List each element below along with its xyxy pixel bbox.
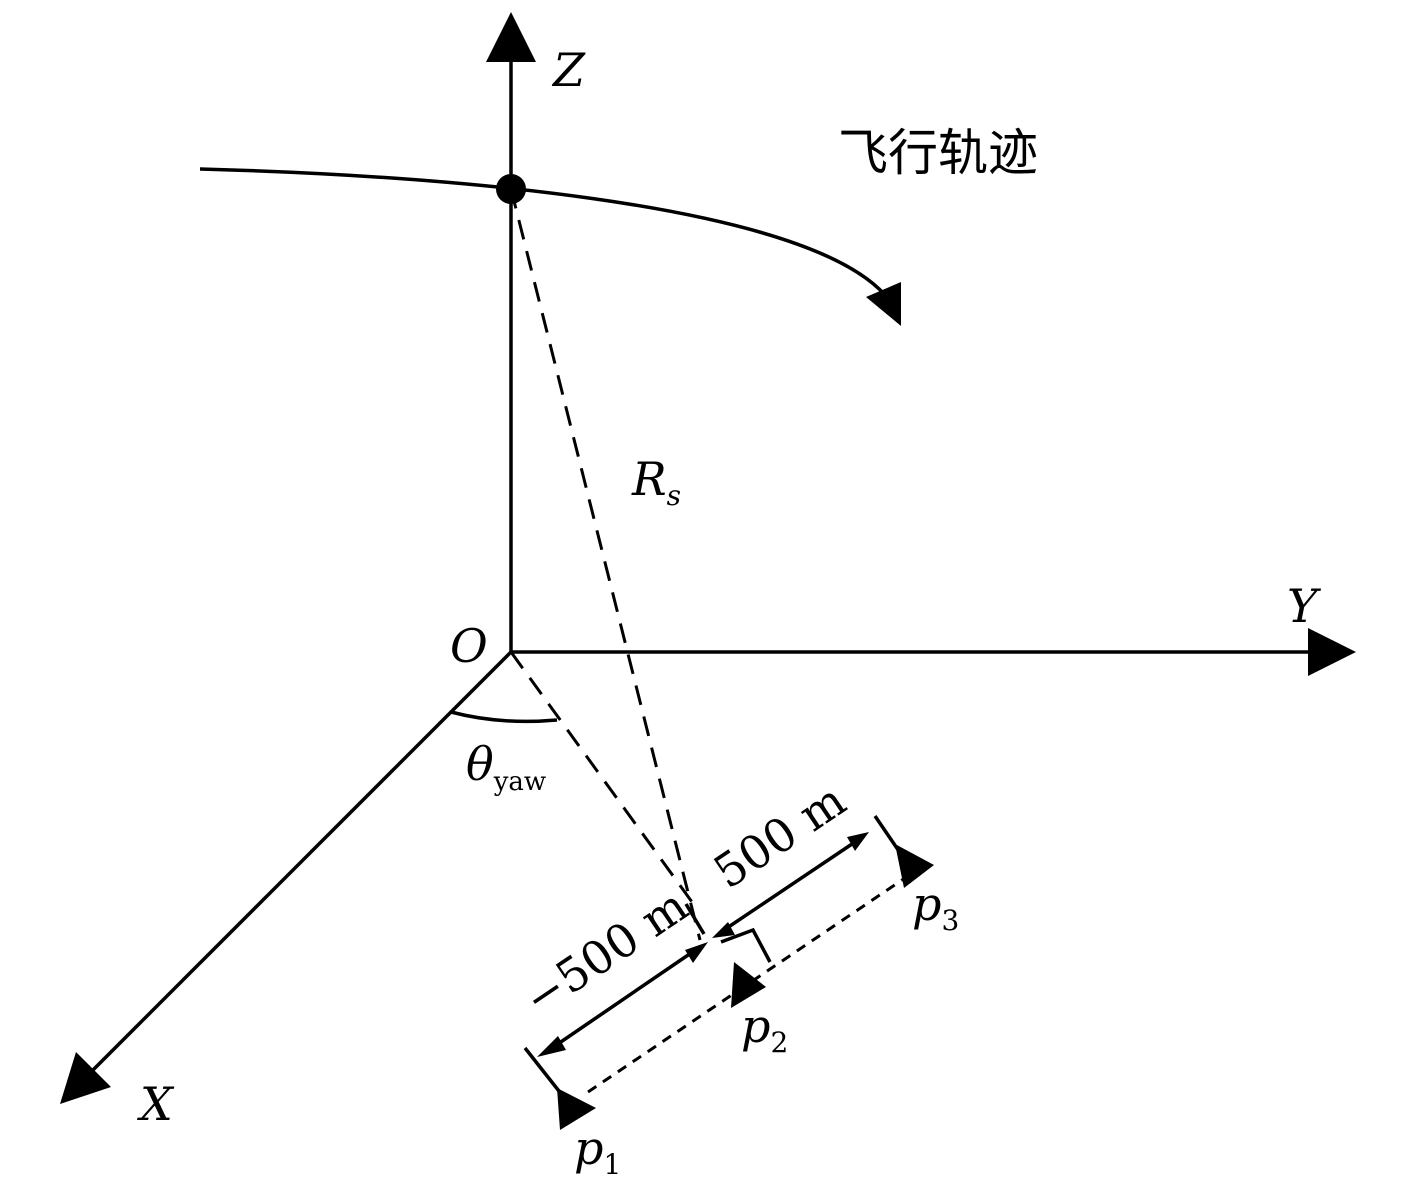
slant-range: Rs bbox=[509, 188, 702, 941]
slant-range-label: Rs bbox=[631, 452, 681, 512]
negative-offset-label: −500 m bbox=[514, 878, 697, 1026]
negative-arrow-right-head bbox=[685, 942, 708, 963]
right-angle-mark bbox=[720, 927, 772, 963]
x-axis-arrowhead bbox=[60, 1052, 111, 1104]
baseline: 500 m −500 m bbox=[514, 773, 907, 1102]
trajectory-label: 飞行轨迹 bbox=[838, 124, 1038, 182]
positive-offset-arrow bbox=[723, 840, 856, 932]
ground-projection-line bbox=[509, 651, 694, 903]
receiver-p2-label: p2 bbox=[741, 999, 788, 1059]
receiver-p1-label: p1 bbox=[574, 1121, 621, 1181]
negative-offset-arrow bbox=[551, 949, 695, 1050]
receiver-p1-marker bbox=[557, 1088, 596, 1130]
y-axis-arrowhead bbox=[1308, 628, 1356, 676]
receiver-p3-label: p3 bbox=[912, 877, 959, 937]
positive-arrow-right-head bbox=[847, 832, 869, 851]
z-axis-arrowhead bbox=[486, 12, 536, 62]
negative-arrow-left-head bbox=[537, 1036, 566, 1057]
receiver-line bbox=[587, 876, 906, 1094]
yaw-angle: θyaw bbox=[450, 710, 558, 797]
positive-arrow-left-head bbox=[712, 922, 735, 938]
receiver-p3-marker bbox=[895, 844, 934, 888]
y-axis-label: Y bbox=[1287, 579, 1322, 633]
y-axis: Y bbox=[511, 579, 1356, 676]
trajectory-arrowhead bbox=[866, 282, 901, 326]
yaw-angle-label: θyaw bbox=[466, 737, 546, 797]
baseline-center-tick bbox=[684, 903, 706, 935]
flight-trajectory: 飞行轨迹 bbox=[199, 124, 1038, 326]
receiver-points: p1 p2 p3 bbox=[557, 844, 959, 1181]
z-axis: Z bbox=[486, 12, 586, 652]
positive-offset-label: 500 m bbox=[704, 773, 855, 899]
x-axis: X bbox=[60, 650, 513, 1131]
receiver-p2-marker bbox=[731, 962, 766, 1008]
origin-label: O bbox=[450, 619, 488, 673]
z-axis-label: Z bbox=[551, 43, 586, 97]
x-axis-label: X bbox=[137, 1077, 175, 1131]
